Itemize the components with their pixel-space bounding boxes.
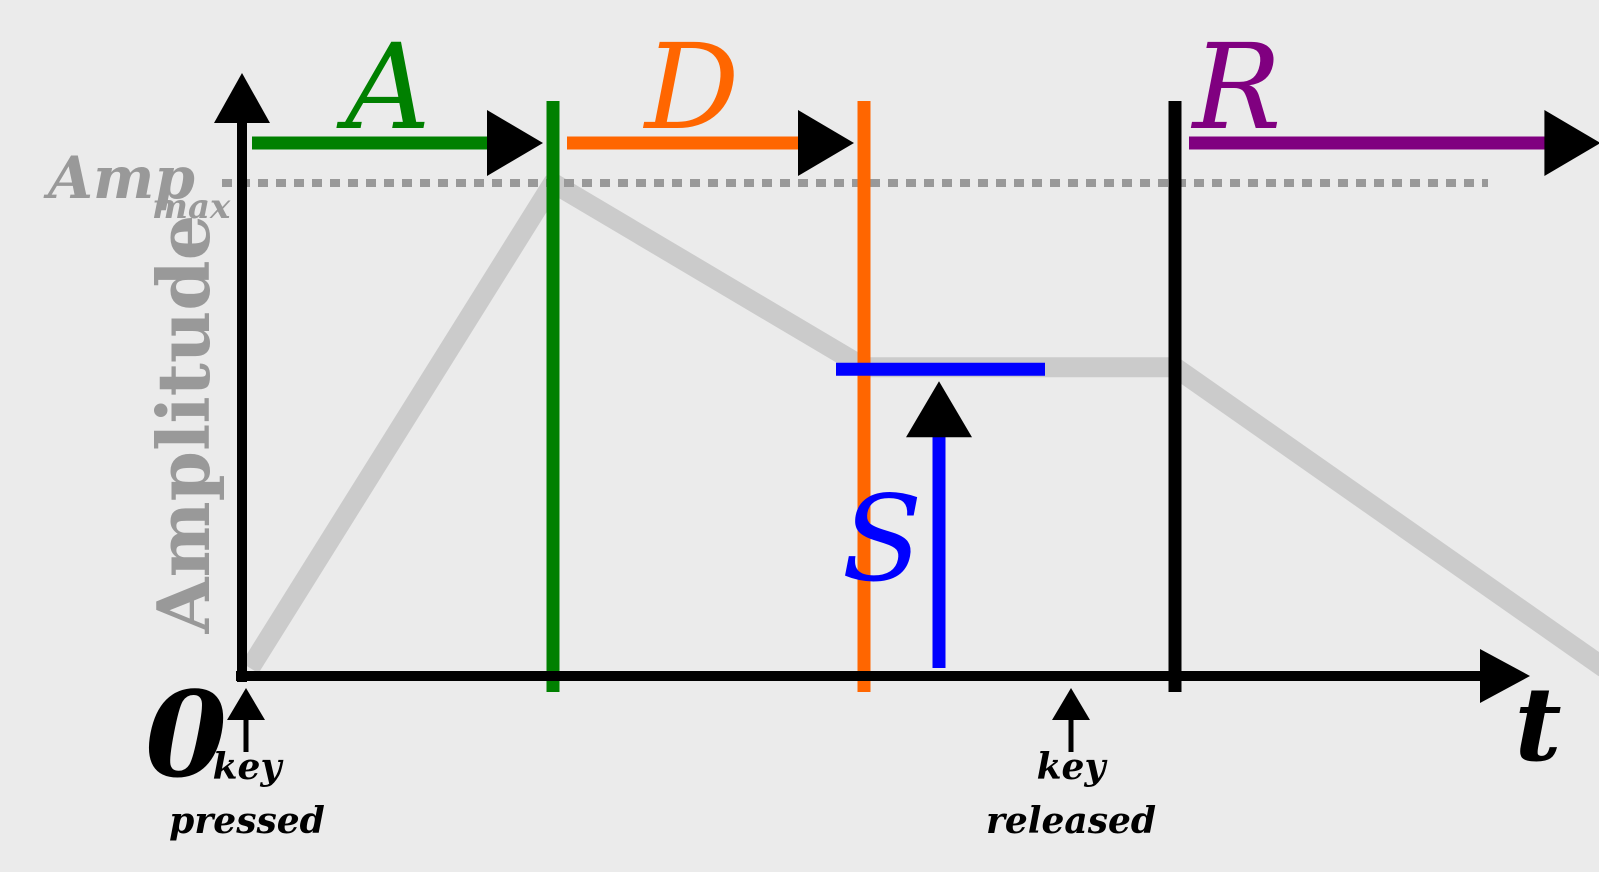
attack-arrow-head <box>487 110 543 176</box>
key-pressed-line1: key <box>213 746 284 788</box>
amp-max-subscript: max <box>152 187 231 227</box>
origin-label: 0 <box>145 665 227 804</box>
x-axis-arrow-icon <box>1480 649 1530 703</box>
decay-arrow-head <box>798 110 854 176</box>
key-released-line2: released <box>986 800 1156 842</box>
key-pressed-arrow-icon <box>227 688 265 720</box>
release-label: R <box>1191 18 1282 156</box>
amp-max-main: Amp <box>43 144 195 212</box>
time-axis-label: t <box>1514 665 1561 785</box>
amp-max-label: Amp max <box>43 144 231 227</box>
sustain-label: S <box>842 470 923 608</box>
sustain-arrow-head <box>906 381 972 438</box>
attack-label: A <box>336 18 430 156</box>
y-axis-title: Amplitude <box>141 215 226 635</box>
y-axis-arrow-icon <box>214 73 270 123</box>
release-arrow-head <box>1544 110 1599 176</box>
key-released-line1: key <box>1037 746 1108 788</box>
key-pressed-line2: pressed <box>169 800 325 842</box>
key-released-arrow-icon <box>1052 688 1090 720</box>
decay-label: D <box>643 18 740 156</box>
